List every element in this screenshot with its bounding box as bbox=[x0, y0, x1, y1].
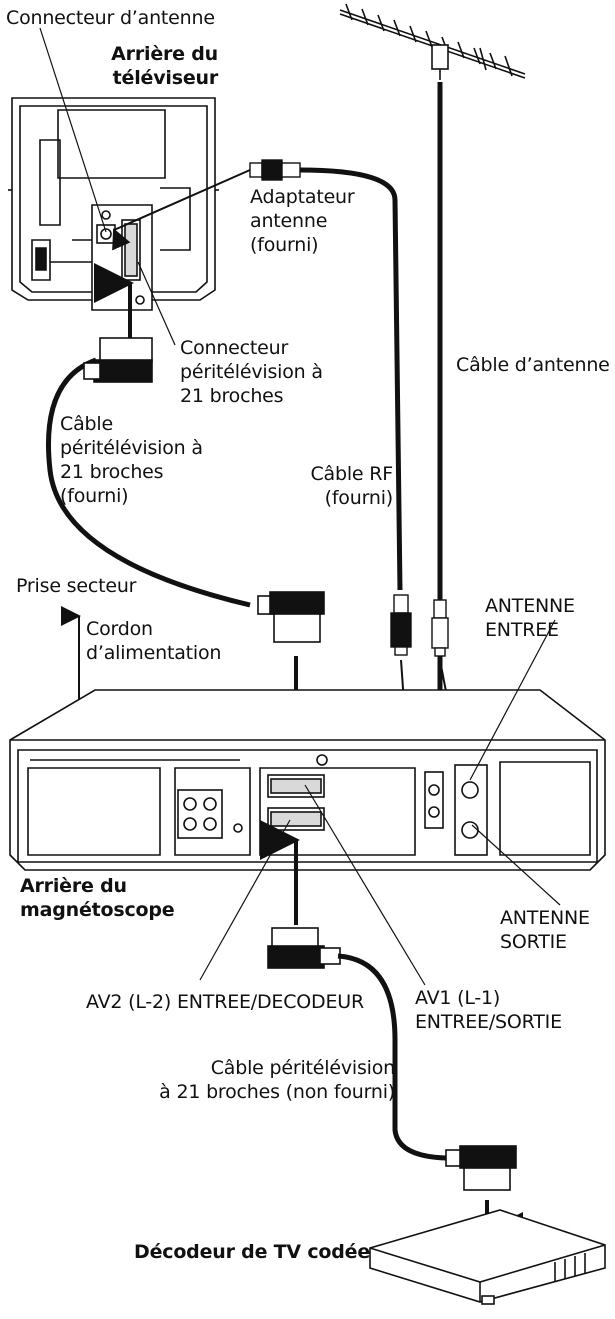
antenna-adapter-icon bbox=[249, 159, 301, 181]
scart-cable-not-supplied-label: Câble péritélévision à 21 broches (non f… bbox=[159, 1057, 395, 1103]
tv-scart-connector-label: Connecteur péritélévision à 21 broches bbox=[180, 337, 323, 407]
antenna-out-label: ANTENNE SORTIE bbox=[500, 907, 590, 953]
antenna-in-label: ANTENNE ENTREE bbox=[485, 595, 575, 641]
decoder-label: Décodeur de TV codée bbox=[134, 1241, 371, 1263]
antenna-plug-icon bbox=[431, 599, 449, 657]
vcr-rear-label: Arrière du magnétoscope bbox=[20, 875, 175, 921]
tv-rear-icon bbox=[8, 97, 219, 311]
antenna-adapter-label: Adaptateur antenne (fourni) bbox=[250, 186, 355, 256]
scart-plug-vcr-icon bbox=[257, 591, 325, 643]
scart-cable-supplied-label: Câble péritélévision à 21 broches (fourn… bbox=[60, 413, 203, 507]
scart-cable-supplied bbox=[46, 357, 251, 608]
rf-cable bbox=[299, 167, 403, 591]
power-cord-label: Cordon d’alimentation bbox=[86, 618, 222, 664]
antenna-cable-label: Câble d’antenne bbox=[456, 354, 610, 376]
vcr-rear-icon bbox=[9, 689, 606, 871]
tv-antenna-connector-label: Connecteur d’antenne bbox=[6, 7, 215, 29]
scart-plug-tv-icon bbox=[83, 337, 153, 383]
mains-outlet-label: Prise secteur bbox=[16, 575, 137, 597]
scart-plug-decoder-icon bbox=[445, 1145, 517, 1191]
scart-cable-not-supplied bbox=[337, 953, 461, 1161]
rf-plug-icon bbox=[390, 594, 412, 656]
decoder-icon bbox=[369, 1209, 606, 1305]
tv-rear-label: Arrière du téléviseur bbox=[111, 43, 218, 89]
rf-cable-label: Câble RF (fourni) bbox=[310, 463, 393, 509]
scart-plug-vcr2-icon bbox=[267, 927, 341, 969]
av2-label: AV2 (L-2) ENTREE/DECODEUR bbox=[86, 991, 365, 1013]
leader-lines bbox=[39, 27, 561, 986]
av1-label: AV1 (L-1) ENTREE/SORTIE bbox=[415, 987, 562, 1033]
antenna-icon bbox=[339, 3, 526, 80]
